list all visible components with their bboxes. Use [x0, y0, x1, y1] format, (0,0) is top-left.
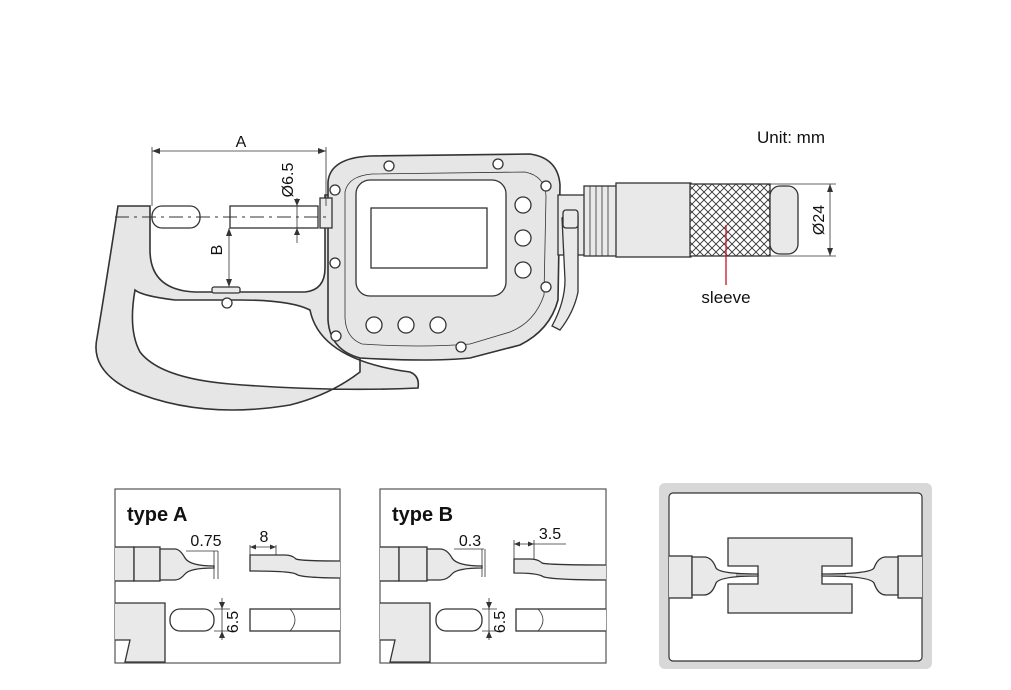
dimension-spindle-dia: Ø6.5	[280, 163, 306, 243]
type-a-panel: type A 0.75 8 6.5	[114, 488, 341, 664]
sleeve-label: sleeve	[701, 288, 750, 307]
type-b-face-dia: 6.5	[492, 611, 509, 633]
type-a-tip-length: 8	[260, 529, 269, 546]
dimension-thimble-dia: Ø24	[770, 183, 836, 257]
type-b-panel: type B 0.3 3.5 6.5	[379, 488, 607, 664]
micrometer-frame	[95, 153, 799, 411]
unit-label: Unit: mm	[757, 128, 825, 147]
type-a-face-dia: 6.5	[225, 611, 242, 633]
type-a-title: type A	[127, 504, 187, 526]
type-b-tip-length: 3.5	[539, 526, 561, 543]
type-a-tip-width: 0.75	[190, 533, 221, 550]
type-b-tip-width: 0.3	[459, 533, 481, 550]
measurement-example-panel	[659, 483, 932, 669]
type-b-title: type B	[392, 504, 453, 526]
dimension-b: B	[209, 228, 232, 287]
dim-b-label: B	[209, 245, 226, 256]
thimble-dia-label: Ø24	[811, 205, 828, 235]
spindle-dia-label: Ø6.5	[280, 163, 297, 198]
dimension-a: A	[151, 134, 327, 206]
dim-a-label: A	[236, 134, 247, 151]
